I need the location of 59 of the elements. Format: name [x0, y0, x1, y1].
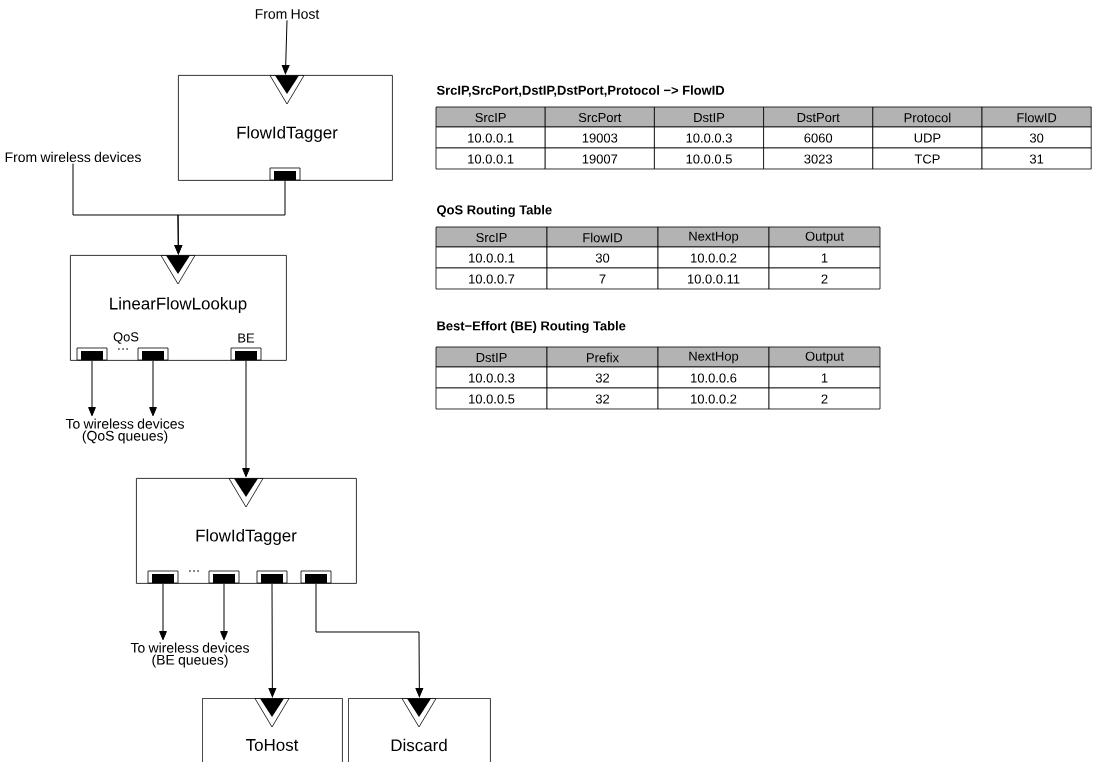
arrow [149, 360, 157, 417]
arrow [315, 583, 424, 698]
port-label: QoS [113, 332, 139, 344]
flow-label: To wireless devices (BE queues) [130, 642, 249, 668]
table-cell: 10.0.0.5 [654, 147, 764, 170]
arrow [174, 180, 286, 255]
table-cell: 2 [768, 267, 881, 290]
arrow [220, 583, 228, 641]
header-cell: DstIP [654, 106, 764, 128]
table-cell: 1 [768, 246, 881, 269]
table-cell: 2 [768, 387, 881, 410]
table-cell: 1 [768, 366, 881, 389]
arrow [268, 583, 277, 698]
table-title: QoS Routing Table [437, 204, 552, 218]
header-cell: NextHop [657, 346, 770, 368]
flow-label: From Host [255, 9, 320, 19]
flow-label: To wireless devices (QoS queues) [65, 418, 184, 444]
header-cell: Prefix [546, 346, 659, 368]
header-cell: FlowID [546, 226, 659, 248]
table-cell: 10.0.0.7 [435, 267, 548, 290]
table-cell: UDP [872, 126, 983, 149]
header-cell: Protocol [872, 106, 983, 128]
element-box: FlowIdTagger [178, 75, 393, 181]
header-cell: FlowID [981, 106, 1092, 128]
table-cell: 19003 [544, 126, 655, 149]
header-cell: DstIP [435, 346, 548, 368]
element-box: ToHost [202, 698, 343, 762]
table-cell: 10.0.0.2 [657, 387, 770, 410]
header-cell: SrcIP [435, 226, 548, 248]
arrow [281, 19, 290, 75]
table-title: Best−Effort (BE) Routing Table [437, 320, 626, 334]
port-label: BE [238, 333, 255, 343]
table-title: SrcIP,SrcPort,DstIP,DstPort,Protocol −> FlowID [436, 85, 725, 97]
header-cell: SrcPort [544, 106, 655, 128]
table-cell: 10.0.0.11 [657, 267, 770, 290]
table-cell: TCP [872, 147, 983, 170]
header-cell: Output [768, 226, 881, 248]
flow-label: From wireless devices [5, 151, 141, 163]
port-label: … [189, 570, 199, 572]
table-cell: 32 [546, 387, 659, 410]
arrow [88, 360, 96, 417]
port-label: … [118, 348, 128, 350]
arrow [159, 583, 167, 641]
table-cell: 31 [981, 147, 1092, 170]
header-cell: NextHop [657, 226, 770, 248]
table-cell: 10.0.0.3 [654, 126, 764, 149]
table-cell: 6060 [763, 126, 874, 149]
table-cell: 10.0.0.5 [435, 387, 548, 410]
table-cell: 7 [546, 267, 659, 290]
header-cell: DstPort [763, 106, 874, 128]
header-cell: SrcIP [435, 106, 546, 128]
table-cell: 30 [981, 126, 1092, 149]
table-cell: 19007 [544, 147, 655, 170]
element-box: Discard [348, 698, 491, 762]
table-cell: 10.0.0.1 [435, 147, 546, 170]
table-cell: 3023 [763, 147, 874, 170]
arrow [242, 360, 250, 478]
header-cell: Output [768, 346, 881, 368]
table-cell: 10.0.0.1 [435, 126, 546, 149]
